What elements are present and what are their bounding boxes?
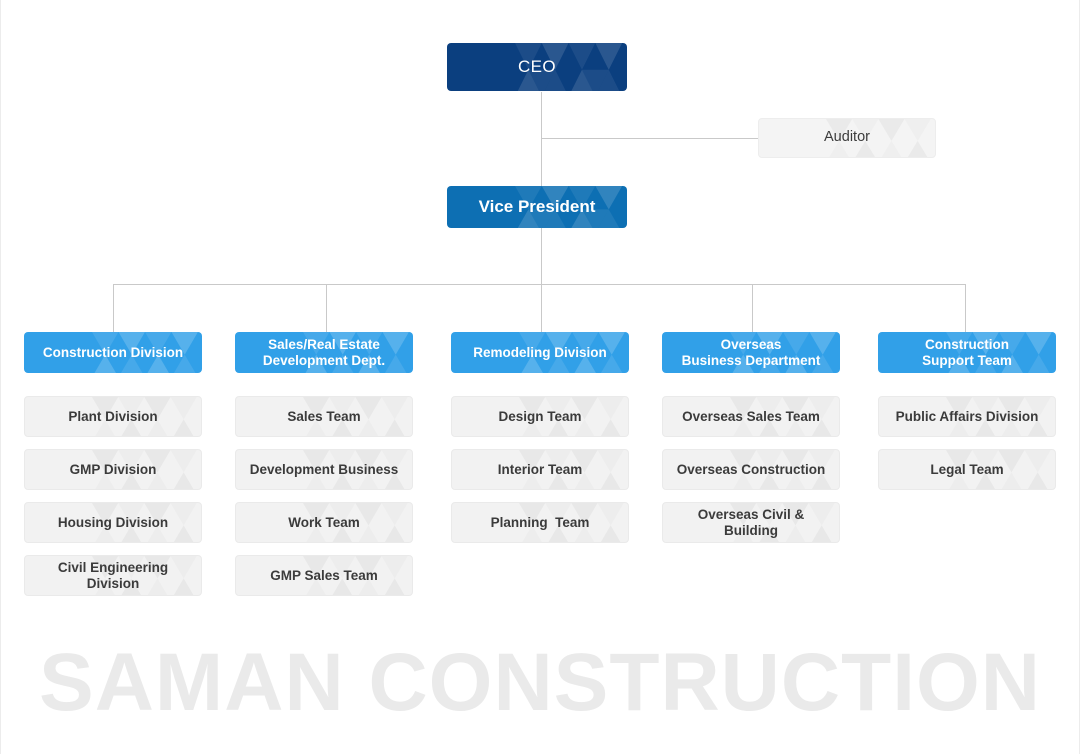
node-vice-president[interactable]: Vice President <box>447 186 627 228</box>
team-gmp-division[interactable]: GMP Division <box>24 449 202 490</box>
team-legal-team[interactable]: Legal Team <box>878 449 1056 490</box>
team-civil-engineering-division-label: Civil Engineering Division <box>57 559 172 591</box>
team-development-business[interactable]: Development Business <box>235 449 413 490</box>
team-legal-team-label: Legal Team <box>930 461 1004 477</box>
connector-division-bar <box>113 284 965 285</box>
node-auditor-label: Auditor <box>824 129 870 146</box>
team-development-business-label: Development Business <box>249 461 399 477</box>
team-overseas-civil-building[interactable]: Overseas Civil & Building <box>662 502 840 543</box>
team-civil-engineering-division[interactable]: Civil Engineering Division <box>24 555 202 596</box>
team-planning-team[interactable]: Planning Team <box>451 502 629 543</box>
division-header-construction[interactable]: Construction Division <box>24 332 202 373</box>
team-public-affairs-division[interactable]: Public Affairs Division <box>878 396 1056 437</box>
node-ceo[interactable]: CEO <box>447 43 627 91</box>
node-ceo-label: CEO <box>517 56 557 76</box>
team-housing-division-label: Housing Division <box>57 514 169 530</box>
team-housing-division[interactable]: Housing Division <box>24 502 202 543</box>
connector-vp-stem <box>541 228 542 334</box>
division-header-overseas-business-label: Overseas Business Department <box>681 336 821 368</box>
team-plant-division-label: Plant Division <box>68 408 158 424</box>
team-plant-division[interactable]: Plant Division <box>24 396 202 437</box>
connector-drop-col3 <box>541 284 542 332</box>
team-gmp-sales-team[interactable]: GMP Sales Team <box>235 555 413 596</box>
team-work-team-label: Work Team <box>288 514 360 530</box>
team-gmp-sales-team-label: GMP Sales Team <box>270 567 378 583</box>
division-header-sales-real-estate[interactable]: Sales/Real Estate Development Dept. <box>235 332 413 373</box>
connector-drop-col4 <box>752 284 753 332</box>
connector-drop-col5 <box>965 284 966 332</box>
division-header-construction-support-label: Construction Support Team <box>922 336 1012 368</box>
team-overseas-civil-building-label: Overseas Civil & Building <box>697 506 809 538</box>
division-header-construction-label: Construction Division <box>42 344 184 360</box>
team-sales-team[interactable]: Sales Team <box>235 396 413 437</box>
team-gmp-division-label: GMP Division <box>69 461 157 477</box>
team-sales-team-label: Sales Team <box>287 408 361 424</box>
team-design-team-label: Design Team <box>498 408 582 424</box>
connector-auditor <box>541 138 759 139</box>
team-interior-team-label: Interior Team <box>497 461 583 477</box>
connector-drop-col2 <box>326 284 327 332</box>
node-vice-president-label: Vice President <box>478 196 596 216</box>
team-design-team[interactable]: Design Team <box>451 396 629 437</box>
division-header-sales-real-estate-label: Sales/Real Estate Development Dept. <box>262 336 386 368</box>
connector-ceo-stem <box>541 92 542 188</box>
team-work-team[interactable]: Work Team <box>235 502 413 543</box>
team-overseas-sales-team-label: Overseas Sales Team <box>682 408 820 424</box>
team-overseas-sales-team[interactable]: Overseas Sales Team <box>662 396 840 437</box>
node-auditor[interactable]: Auditor <box>758 118 936 158</box>
division-header-remodeling[interactable]: Remodeling Division <box>451 332 629 373</box>
team-overseas-construction-label: Overseas Construction <box>676 461 826 477</box>
team-overseas-construction[interactable]: Overseas Construction <box>662 449 840 490</box>
company-watermark: SAMAN CONSTRUCTION <box>39 637 1041 728</box>
connector-drop-col1 <box>113 284 114 332</box>
team-planning-team-label: Planning Team <box>490 514 590 530</box>
division-header-construction-support[interactable]: Construction Support Team <box>878 332 1056 373</box>
team-public-affairs-division-label: Public Affairs Division <box>895 408 1039 424</box>
team-interior-team[interactable]: Interior Team <box>451 449 629 490</box>
division-header-remodeling-label: Remodeling Division <box>473 344 607 360</box>
division-header-overseas-business[interactable]: Overseas Business Department <box>662 332 840 373</box>
